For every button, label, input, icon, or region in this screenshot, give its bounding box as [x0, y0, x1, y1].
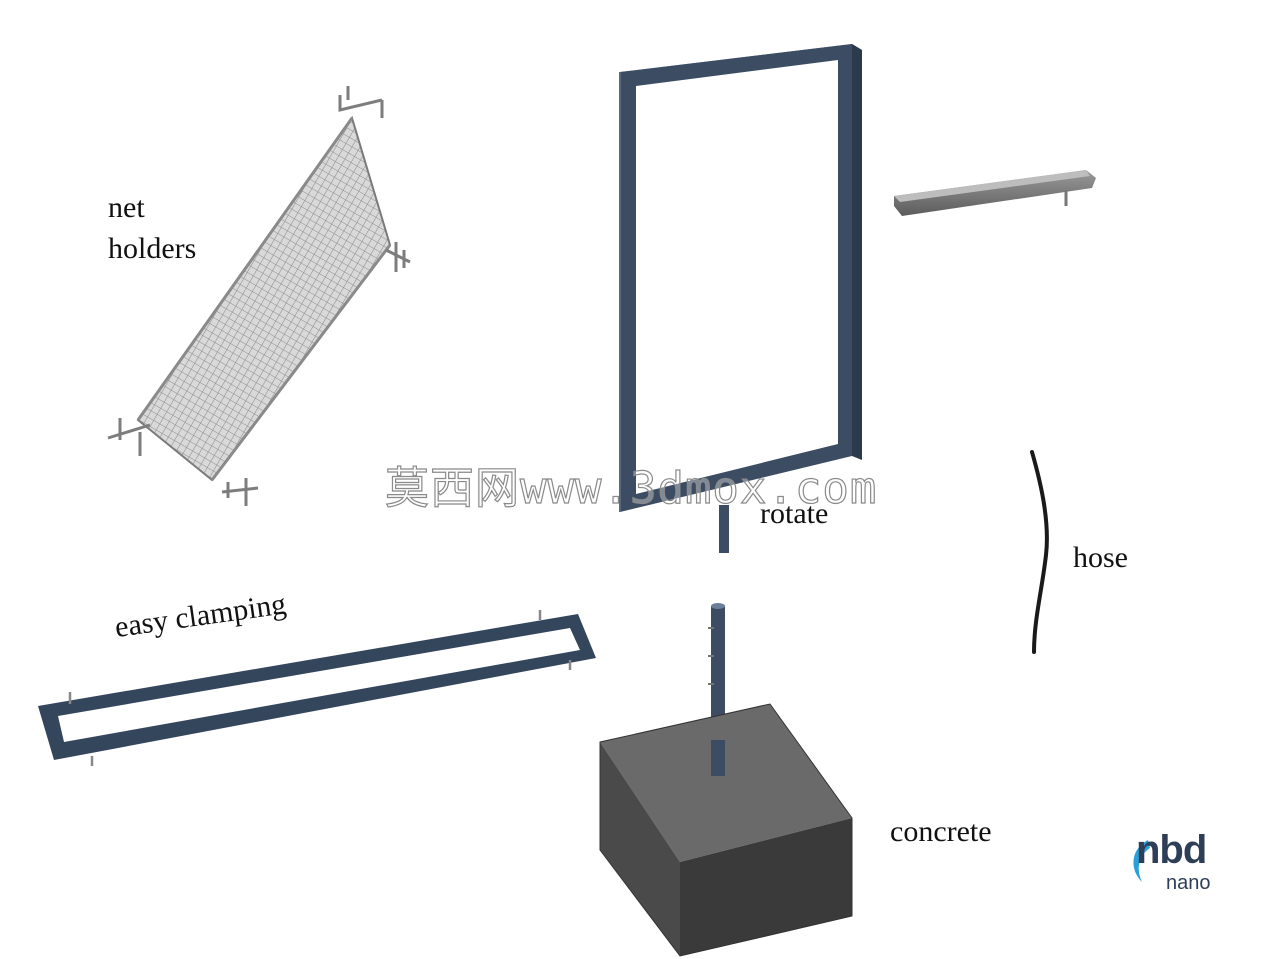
concrete-label: concrete: [890, 815, 992, 848]
trough-part: [894, 170, 1096, 216]
nbd-nano-logo: nbd nano: [1128, 828, 1238, 898]
hose-label: hose: [1073, 541, 1128, 574]
clamping-frame: [38, 610, 596, 766]
net-holder-panel: [107, 86, 411, 506]
net-holders-label-line2: holders: [108, 231, 197, 265]
hose-part: [1030, 450, 1049, 654]
rotating-frame: [619, 44, 862, 553]
water-drop-swoosh-icon: [1133, 840, 1150, 882]
logo-sub-text: nano: [1166, 872, 1211, 894]
net-holders-label-line1: net: [108, 191, 145, 224]
concrete-block: [599, 703, 853, 957]
logo-main-text: nbd: [1136, 828, 1207, 872]
rotate-label: rotate: [760, 497, 829, 530]
watermark-text: 莫西网www.3dmox.com: [384, 462, 878, 514]
net-holders-label: net holders: [108, 188, 196, 269]
